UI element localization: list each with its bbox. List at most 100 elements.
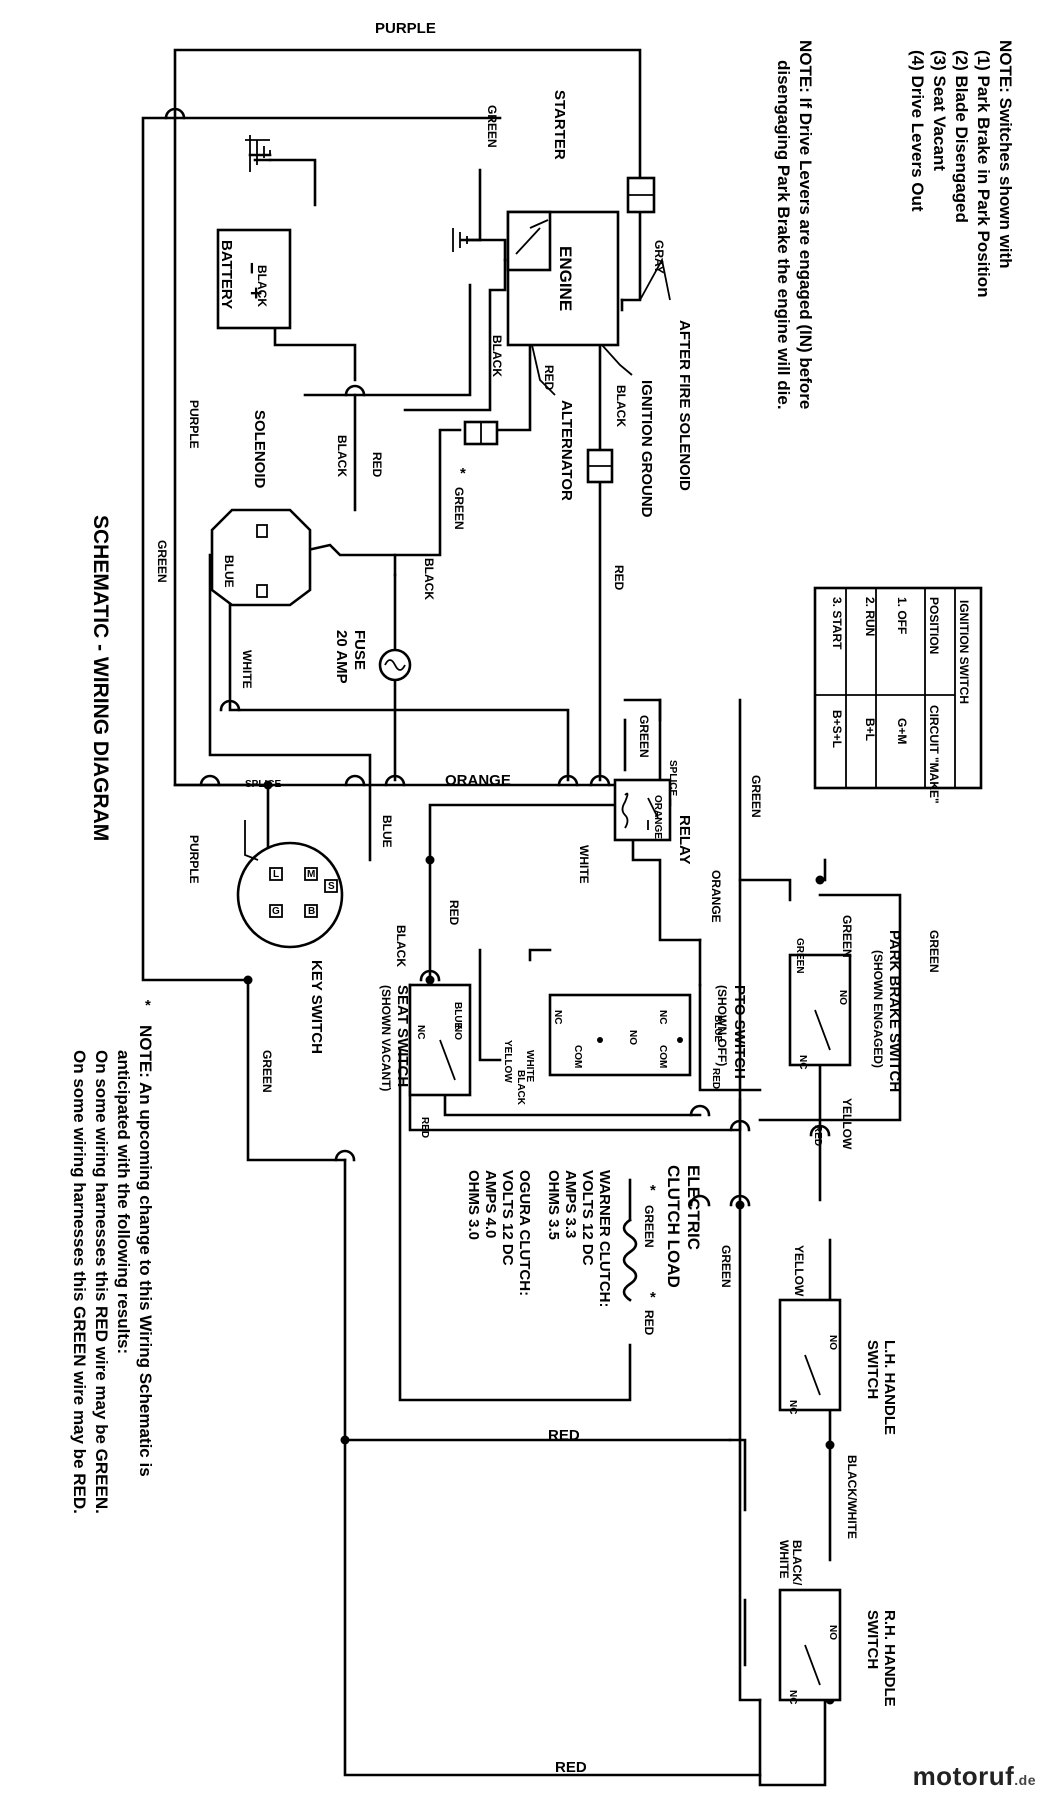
- wire-blackwhite-1: BLACK/: [790, 1540, 804, 1586]
- pto-nc-1: NC: [552, 1010, 563, 1024]
- wire-orange-relay: ORANGE: [652, 795, 663, 839]
- wire-orange-pto: ORANGE: [709, 870, 723, 923]
- leader-arrows: [244, 219, 671, 861]
- wire-red-pbs: RED: [812, 1125, 823, 1146]
- pto-com-2: COM: [657, 1045, 668, 1068]
- note-drive-2: disengaging Park Brake the engine will d…: [774, 60, 793, 410]
- upcoming-2: anticipated with the following results:: [114, 1050, 133, 1354]
- rh-no: NO: [827, 1625, 838, 1640]
- ign-r1-c1: 1. OFF: [895, 597, 909, 634]
- ign-r1-c2: G+M: [895, 718, 909, 744]
- alternator-connector: [463, 420, 499, 446]
- wire-red-ign: RED: [612, 565, 626, 591]
- solenoid-label: SOLENOID: [251, 410, 268, 489]
- rh-handle-label-2: SWITCH: [864, 1610, 881, 1669]
- note-switch-1: (1) Park Brake in Park Position: [974, 50, 993, 298]
- relay: RELAY: [613, 778, 693, 864]
- key-terminal-g: G: [272, 906, 280, 917]
- upcoming-1: NOTE: An upcoming change to this Wiring …: [136, 1025, 155, 1477]
- asterisk-3: *: [650, 1289, 656, 1306]
- seat-nc: NC: [415, 1025, 426, 1039]
- clutch-specs: WARNER CLUTCH: VOLTS 12 DC AMPS 3.3 OHMS…: [465, 1170, 613, 1307]
- wire-purple-left: PURPLE: [187, 400, 201, 449]
- wire-green-pbs-2: GREEN: [794, 938, 805, 974]
- wire-red-pto: RED: [710, 1068, 721, 1089]
- splice-left: SPLICE: [245, 779, 281, 790]
- switch-notes: NOTE: Switches shown with (1) Park Brake…: [774, 40, 1015, 410]
- wire-black-key: BLACK: [394, 925, 408, 967]
- wire-purple-key: PURPLE: [187, 835, 201, 884]
- wire-green-left: GREEN: [155, 540, 169, 583]
- watermark-logo: motoruf.de: [913, 1761, 1036, 1792]
- wire-blackwhite-2: WHITE: [777, 1540, 791, 1579]
- lh-nc: NC: [787, 1400, 798, 1414]
- pbs-nc: NC: [797, 1055, 808, 1069]
- wire-blue-seat: BLUE: [452, 1002, 463, 1030]
- key-terminal-l: L: [273, 869, 279, 880]
- seat-switch-sub: (SHOWN VACANT): [379, 985, 393, 1091]
- diagram-title-group: SCHEMATIC - WIRING DIAGRAM: [89, 515, 112, 841]
- wire-blackwhite: BLACK/WHITE: [845, 1455, 859, 1539]
- wire-yellow-lh: YELLOW: [792, 1245, 806, 1297]
- warner-2: VOLTS 12 DC: [579, 1170, 596, 1266]
- wire-crossovers: [164, 107, 831, 1207]
- battery-label: BATTERY: [218, 240, 235, 309]
- wire-black-starter: BLACK: [490, 335, 504, 377]
- wire-yellow-pbs: YELLOW: [840, 1098, 854, 1150]
- park-brake-switch: NO NC PARK BRAKE SWITCH (SHOWN ENGAGED): [788, 930, 903, 1092]
- lh-handle-label-2: SWITCH: [864, 1340, 881, 1399]
- wire-black-ign: BLACK: [614, 385, 628, 427]
- ogura-1: OGURA CLUTCH:: [516, 1170, 533, 1296]
- watermark-tld: .de: [1014, 1772, 1036, 1788]
- key-switch-label: KEY SWITCH: [308, 960, 325, 1054]
- clutch-label-1: ELECTRIC: [684, 1165, 703, 1250]
- pto-no: NO: [627, 1030, 638, 1045]
- ogura-4: OHMS 3.0: [465, 1170, 482, 1240]
- warner-1: WARNER CLUTCH:: [596, 1170, 613, 1307]
- ignition-ground-connector: [586, 448, 614, 484]
- warner-4: OHMS 3.5: [545, 1170, 562, 1240]
- ign-r2-c2: B+L: [863, 718, 877, 741]
- pto-switch-label: PTO SWITCH: [731, 985, 748, 1079]
- wire-green-top: GREEN: [485, 105, 499, 148]
- note-switch-3: (3) Seat Vacant: [930, 50, 949, 171]
- alternator-label: ALTERNATOR: [558, 400, 575, 501]
- wire-black-fuse: BLACK: [422, 558, 436, 600]
- after-fire-connector: [626, 176, 656, 214]
- upcoming-3: On some wiring harnesses this RED wire m…: [92, 1050, 111, 1514]
- upcoming-note: * NOTE: An upcoming change to this Wirin…: [70, 997, 155, 1514]
- fuse-label-line2: 20 AMP: [333, 630, 350, 684]
- pto-nc-2: NC: [657, 1010, 668, 1024]
- wire-black-pto: BLACK: [515, 1070, 526, 1106]
- lh-handle-label-1: L.H. HANDLE: [881, 1340, 898, 1435]
- ogura-3: AMPS 4.0: [482, 1170, 499, 1238]
- pbs-no: NO: [837, 990, 848, 1005]
- upcoming-4: On some wiring harnesses this GREEN wire…: [70, 1050, 89, 1514]
- ign-title: IGNITION SWITCH: [957, 600, 971, 704]
- lh-no: NO: [827, 1335, 838, 1350]
- key-terminal-s: S: [328, 881, 335, 892]
- engine: ENGINE: [506, 210, 620, 347]
- wire-green-relay: GREEN: [637, 715, 651, 758]
- pto-com-1: COM: [572, 1045, 583, 1068]
- park-brake-label: PARK BRAKE SWITCH: [886, 930, 903, 1092]
- pto-switch: NC NC NO COM COM PTO SWITCH (SHOWN OFF): [548, 985, 748, 1079]
- asterisk-note: *: [145, 997, 151, 1014]
- wire-green-mid: GREEN: [719, 1245, 733, 1288]
- electric-clutch: ELECTRIC CLUTCH LOAD: [622, 1165, 703, 1302]
- ign-r3-c1: 3. START: [830, 597, 844, 650]
- ground-symbol-battery: [245, 135, 272, 172]
- ign-h-circuit: CIRCUIT "MAKE": [927, 705, 941, 804]
- ground-symbol-starter: [452, 228, 482, 252]
- after-fire-label: AFTER FIRE SOLENOID: [676, 320, 693, 491]
- wire-red-mid: RED: [548, 1427, 580, 1444]
- note-switch-title: NOTE: Switches shown with: [996, 40, 1015, 269]
- wire-green-pbs: GREEN: [840, 915, 854, 958]
- warner-3: AMPS 3.3: [562, 1170, 579, 1238]
- asterisk-1: *: [460, 465, 466, 482]
- wire-orange: ORANGE: [445, 772, 511, 789]
- wire-black-sol: BLACK: [335, 435, 349, 477]
- seat-switch-label: SEAT SWITCH: [394, 985, 411, 1087]
